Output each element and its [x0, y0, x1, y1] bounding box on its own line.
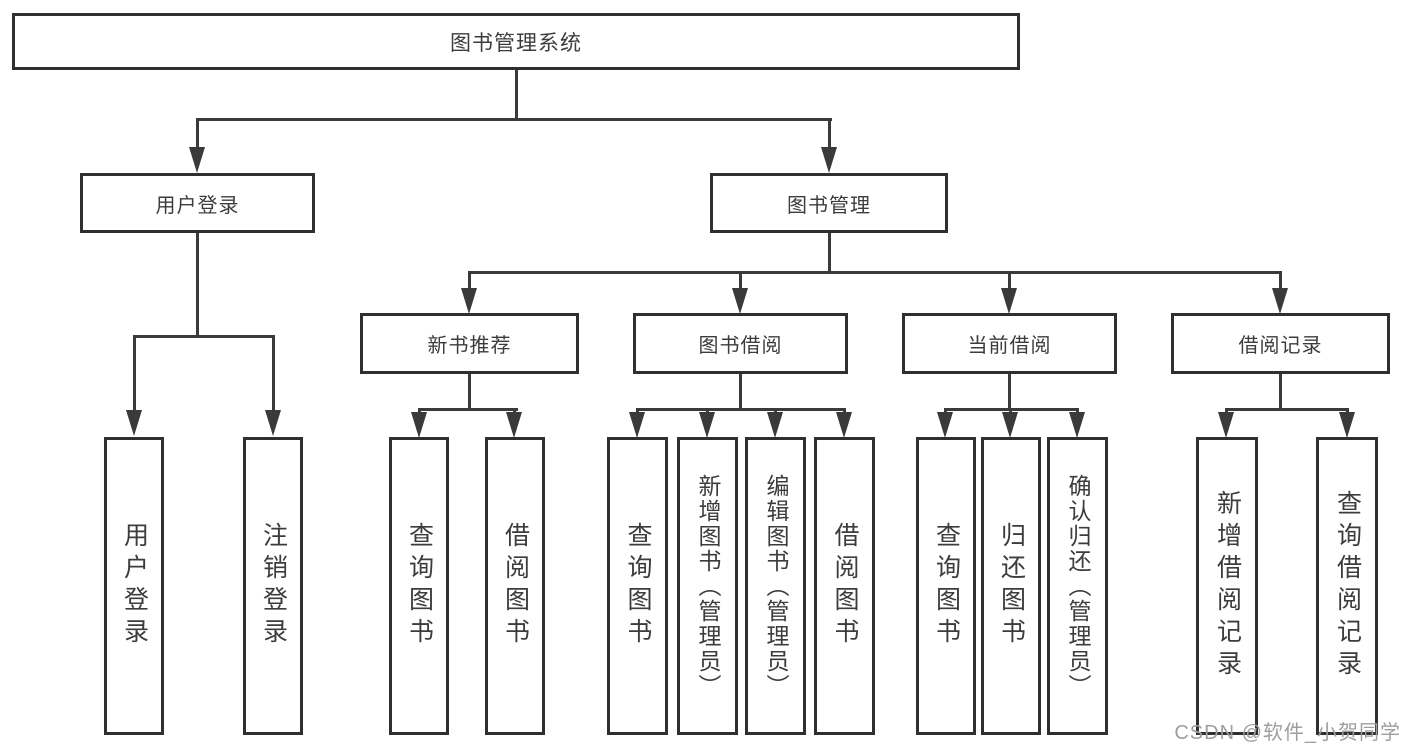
arrow-rc-add [1218, 412, 1234, 438]
connector-borrow-stem [739, 374, 742, 411]
connector-drop-leaf-login [133, 335, 136, 410]
node-user-login-label: 用户登录 [155, 194, 240, 217]
csdn-watermark: CSDN @软件_小贺同学 [1174, 722, 1401, 744]
arrow-cb-confirm [1069, 412, 1085, 438]
node-current-borrow-label: 当前借阅 [967, 335, 1052, 357]
arrow-bb-borrow [836, 412, 852, 438]
leaf-cb-confirm-return-admin: 确认归还（管理员） [1047, 437, 1108, 735]
node-book-borrow-label: 图书借阅 [698, 335, 783, 357]
connector-drop-user-login [196, 118, 199, 149]
node-book-management-label: 图书管理 [787, 194, 871, 217]
node-user-login: 用户登录 [80, 173, 315, 233]
arrow-records [1272, 288, 1288, 314]
connector-userlogin-stem [196, 233, 199, 336]
connector-borrow-rail [636, 408, 846, 411]
node-book-management: 图书管理 [710, 173, 948, 233]
arrow-leaf-logout [265, 410, 281, 436]
arrow-borrow [732, 288, 748, 314]
node-root-label: 图书管理系统 [450, 31, 582, 55]
leaf-rc-add-record: 新增借阅记录 [1196, 437, 1258, 735]
connector-drop-current [1008, 271, 1011, 290]
leaf-rc-query-record-label: 查询借阅记录 [1333, 490, 1362, 682]
connector-bookmgmt-stem [828, 233, 831, 274]
leaf-cb-return-books: 归还图书 [981, 437, 1041, 735]
connector-root-stem [515, 70, 518, 119]
connector-drop-records [1279, 271, 1282, 290]
node-book-borrow: 图书借阅 [633, 313, 848, 374]
leaf-bb-add-book-admin: 新增图书（管理员） [677, 437, 738, 735]
arrow-leaf-login [126, 410, 142, 436]
connector-current-stem [1008, 374, 1011, 411]
connector-newbook-stem [468, 374, 471, 411]
connector-root-rail [196, 118, 832, 121]
leaf-logout: 注销登录 [243, 437, 303, 735]
node-borrow-records: 借阅记录 [1171, 313, 1390, 374]
connector-newbook-rail [418, 408, 518, 411]
arrow-newbook [461, 288, 477, 314]
arrow-cb-return [1002, 412, 1018, 438]
arrow-bb-query [629, 412, 645, 438]
arrow-bb-add [699, 412, 715, 438]
arrow-book-mgmt [821, 147, 837, 173]
leaf-bb-borrow-books-label: 借阅图书 [831, 522, 859, 650]
connector-drop-newbook [468, 271, 471, 290]
node-new-book-recommend-label: 新书推荐 [427, 335, 512, 357]
leaf-user-login: 用户登录 [104, 437, 164, 735]
leaf-cb-query-books-label: 查询图书 [932, 522, 961, 650]
leaf-nb-query-books-label: 查询图书 [405, 522, 434, 650]
connector-userlogin-rail [133, 335, 275, 338]
leaf-logout-label: 注销登录 [259, 522, 288, 650]
connector-records-stem [1279, 374, 1282, 411]
arrow-nb-borrow [506, 412, 522, 438]
leaf-user-login-label: 用户登录 [120, 522, 149, 650]
leaf-bb-query-books: 查询图书 [607, 437, 668, 735]
node-current-borrow: 当前借阅 [902, 313, 1117, 374]
node-borrow-records-label: 借阅记录 [1238, 335, 1323, 357]
arrow-cb-query [937, 412, 953, 438]
arrow-current [1001, 288, 1017, 314]
leaf-cb-return-books-label: 归还图书 [997, 522, 1026, 650]
node-new-book-recommend: 新书推荐 [360, 313, 579, 374]
leaf-bb-query-books-label: 查询图书 [624, 522, 652, 650]
leaf-rc-query-record: 查询借阅记录 [1316, 437, 1378, 735]
connector-bookmgmt-rail [468, 271, 1282, 274]
connector-drop-book-mgmt [828, 118, 831, 149]
leaf-bb-add-book-admin-label: 新增图书（管理员） [695, 473, 721, 699]
arrow-rc-query [1339, 412, 1355, 438]
connector-drop-borrow [739, 271, 742, 290]
connector-drop-leaf-logout [272, 335, 275, 410]
leaf-bb-edit-book-admin-label: 编辑图书（管理员） [763, 473, 789, 699]
leaf-nb-borrow-books: 借阅图书 [485, 437, 545, 735]
connector-records-rail [1225, 408, 1349, 411]
arrow-bb-edit [767, 412, 783, 438]
leaf-bb-edit-book-admin: 编辑图书（管理员） [745, 437, 806, 735]
node-root: 图书管理系统 [12, 13, 1020, 70]
arrow-nb-query [411, 412, 427, 438]
arrow-user-login [189, 147, 205, 173]
leaf-rc-add-record-label: 新增借阅记录 [1213, 490, 1242, 682]
leaf-cb-confirm-return-admin-label: 确认归还（管理员） [1065, 473, 1091, 699]
leaf-nb-borrow-books-label: 借阅图书 [501, 522, 530, 650]
leaf-bb-borrow-books: 借阅图书 [814, 437, 875, 735]
leaf-nb-query-books: 查询图书 [389, 437, 449, 735]
leaf-cb-query-books: 查询图书 [916, 437, 976, 735]
